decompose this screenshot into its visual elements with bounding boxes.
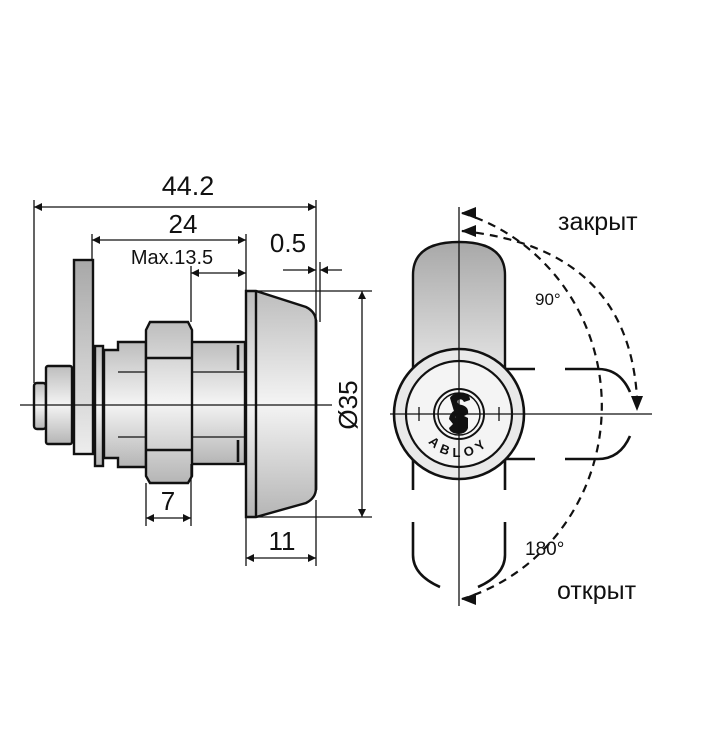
cam-plate: [72, 258, 95, 456]
dim-cap-depth: 11: [269, 526, 296, 556]
washer: [93, 344, 105, 468]
arrow-90-icon: [631, 396, 643, 411]
arrow-closed-inner-icon: [461, 225, 476, 237]
rotation-arc-180: [461, 211, 603, 601]
end-screw: [32, 381, 48, 431]
dim-diameter: Ø35: [333, 380, 363, 429]
closed-label: закрыт: [558, 208, 638, 236]
dim-gap: 0.5: [270, 228, 306, 258]
arrow-open-icon: [461, 593, 476, 605]
dim-body-length: 24: [169, 209, 198, 239]
angle-180-label: 180°: [525, 539, 564, 560]
side-view: 44.2 24 Max.13.5 0.5 Ø35 7 11: [20, 171, 372, 566]
angle-90-label: 90°: [535, 290, 561, 309]
cam-180-position: [411, 460, 507, 589]
arrow-closed-outer-icon: [461, 207, 476, 219]
rotation-arc-90: [461, 229, 639, 399]
dim-nut-width: 7: [161, 486, 175, 516]
hex-nut: [144, 320, 194, 485]
dim-overall-length: 44.2: [162, 171, 215, 201]
front-view: ABLOY закрыт 90° 180° открыт: [390, 207, 652, 606]
open-label: открыт: [557, 577, 637, 605]
dim-max-panel: Max.13.5: [131, 247, 213, 269]
